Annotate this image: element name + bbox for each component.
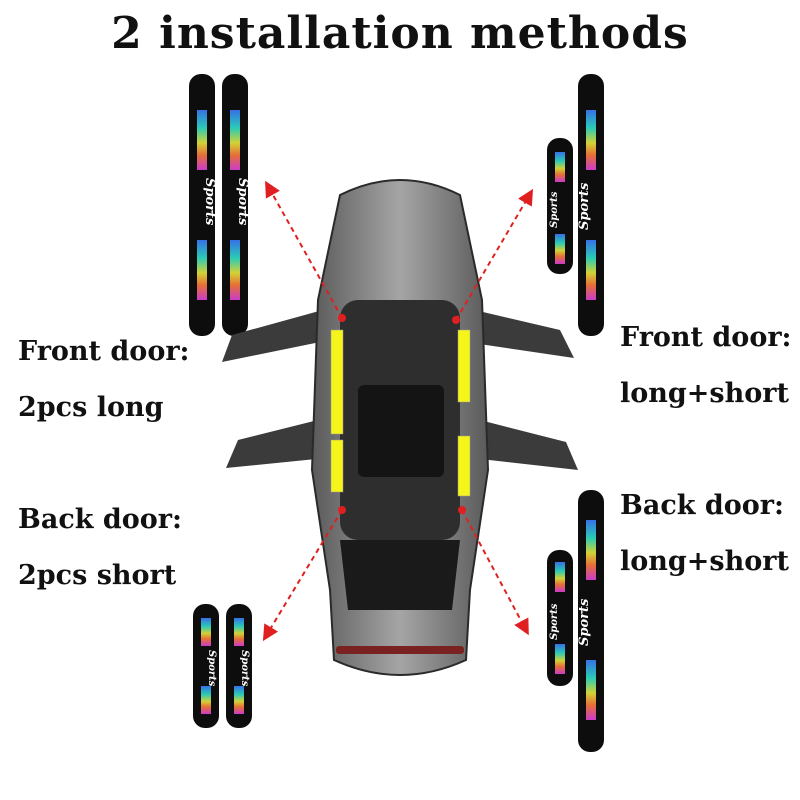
strip-front-right-long: Sports	[577, 74, 604, 336]
arrow-front-right	[455, 188, 534, 321]
sunroof	[358, 385, 444, 477]
front-door-left-label: Front door:	[18, 336, 190, 367]
page-title: 2 installation methods	[111, 8, 689, 59]
back-left-door	[226, 418, 326, 468]
front-right-door	[466, 308, 574, 358]
front-door-right-label: Front door:	[620, 322, 792, 353]
back-door-right-detail: long+short	[620, 546, 789, 577]
strip-sports-text: Sports	[235, 178, 250, 226]
arrow-back-left	[262, 509, 343, 642]
strip-back-left-2: Sports	[226, 604, 252, 728]
pointer-arrows	[262, 180, 534, 642]
arrow-back-right	[461, 509, 529, 636]
strip-sports-text: Sports	[206, 650, 217, 687]
sill-highlights	[330, 329, 471, 497]
back-right-door	[472, 418, 578, 470]
strip-front-left-2: Sports	[222, 74, 250, 336]
back-door-right-label: Back door:	[620, 490, 784, 521]
arrow-front-left	[265, 180, 343, 319]
strip-back-left-1: Sports	[193, 604, 219, 728]
strip-back-right-short: Sports	[547, 550, 573, 686]
back-door-left-label: Back door:	[18, 504, 182, 535]
strip-sports-text: Sports	[549, 603, 560, 640]
strip-sports-text: Sports	[577, 598, 592, 646]
strip-front-left-1: Sports	[189, 74, 217, 336]
strip-front-right-short: Sports	[547, 138, 573, 274]
front-door-left-detail: 2pcs long	[18, 392, 164, 423]
front-door-right-detail: long+short	[620, 378, 789, 409]
strip-sports-text: Sports	[577, 182, 592, 230]
strip-sports-text: Sports	[239, 650, 250, 687]
strip-back-right-long: Sports	[577, 490, 604, 752]
car-top-view	[222, 179, 578, 676]
strip-sports-text: Sports	[202, 178, 217, 226]
front-left-door	[222, 308, 330, 362]
strip-sports-text: Sports	[549, 191, 560, 228]
back-door-left-detail: 2pcs short	[18, 560, 177, 591]
